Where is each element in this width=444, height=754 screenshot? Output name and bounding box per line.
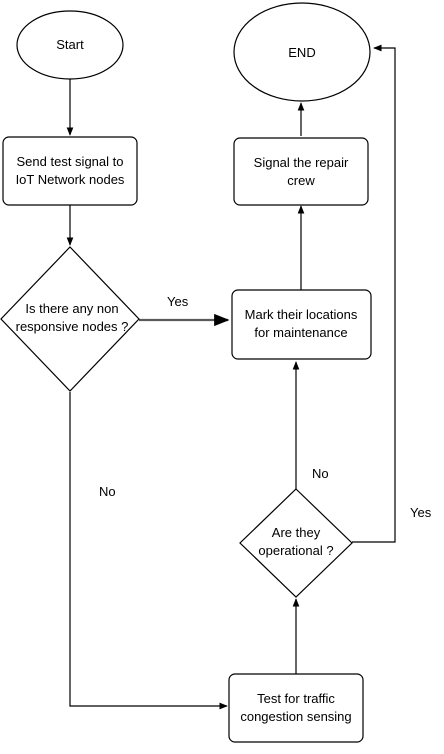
non-responsive-decision-node: Is there any non responsive nodes ? [0,246,140,392]
signal-repair-label-line2: crew [287,173,315,188]
mark-locations-label-line2: for maintenance [254,325,347,340]
edge-operational-yes-to-end [352,44,396,543]
edge-label-no-operational: No [312,466,329,481]
test-traffic-node: Test for traffic congestion sensing [228,673,364,743]
start-node: Start [16,10,124,80]
non-responsive-label-line1: Is there any non [25,301,118,316]
edge-decision-no-to-test [69,392,228,710]
signal-repair-label-line1: Signal the repair [254,155,349,170]
signal-repair-node: Signal the repair crew [233,137,369,206]
edge-label-no-decision: No [99,484,116,499]
operational-label-line2: operational ? [258,543,333,558]
operational-label-line1: Are they [272,525,321,540]
edge-label-yes-decision: Yes [167,294,189,309]
edge-label-yes-operational: Yes [410,505,432,520]
test-traffic-label-line2: congestion sensing [240,709,351,724]
mark-locations-label-line1: Mark their locations [245,307,358,322]
test-traffic-label-line1: Test for traffic [257,691,335,706]
operational-decision-node: Are they operational ? [239,488,353,598]
start-label: Start [56,37,84,52]
send-signal-label-line1: Send test signal to [17,154,124,169]
end-node: END [233,2,371,102]
non-responsive-label-line2: responsive nodes ? [16,319,129,334]
end-label: END [288,45,315,60]
send-signal-node: Send test signal to IoT Network nodes [2,136,138,206]
mark-locations-node: Mark their locations for maintenance [231,289,372,360]
send-signal-label-line2: IoT Network nodes [16,172,125,187]
